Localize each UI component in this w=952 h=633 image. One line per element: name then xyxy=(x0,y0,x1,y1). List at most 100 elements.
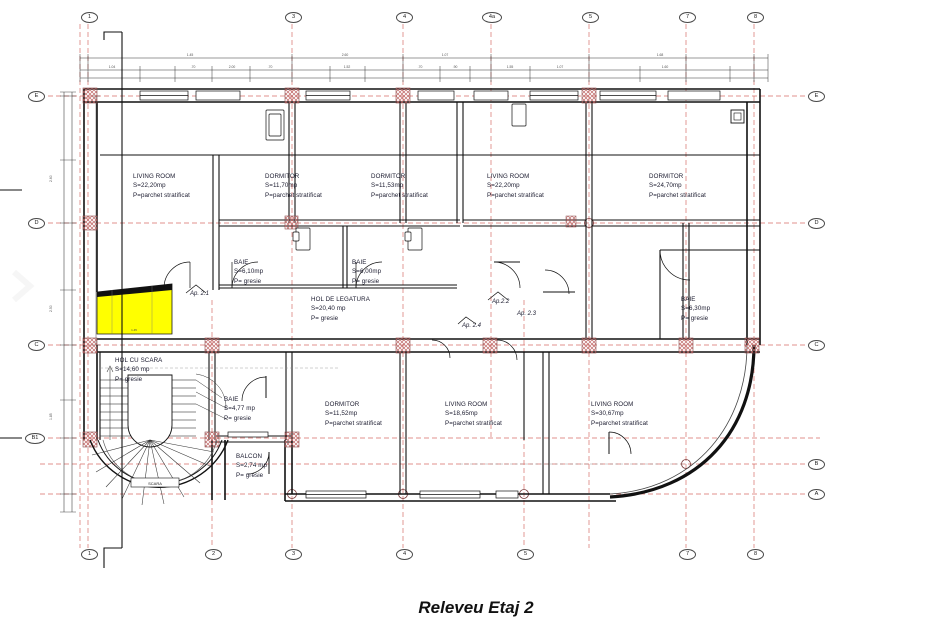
room-name: BAIE xyxy=(681,296,696,303)
room-finish: P= gresie xyxy=(681,314,709,322)
drawing-title: Releveu Etaj 2 xyxy=(418,598,534,617)
apartment-tag-2-4: Ap. 2.4 xyxy=(462,323,482,329)
room-name: BALCON xyxy=(236,453,263,460)
room-area: S=6,00mp xyxy=(352,268,382,276)
room-label: DORMITOR S=11,70mp P=parchet stratificat xyxy=(265,172,322,200)
grid-bubble-left-E: E xyxy=(28,91,45,102)
dimension-chain-top: 1.45 2.60 1.07 1.68 1.04 .70 2.00 .70 1.… xyxy=(79,53,769,82)
faint-watermark xyxy=(12,269,35,303)
grid-bubble-bottom-7: 7 xyxy=(679,549,696,560)
room-area: S=22,20mp xyxy=(133,182,166,190)
svg-text:1.68: 1.68 xyxy=(657,53,664,57)
room-label: LIVING ROOM S=30,67mp P=parchet stratifi… xyxy=(591,400,648,428)
room-name: DORMITOR xyxy=(371,173,406,180)
room-area: S=2,74 mp xyxy=(236,462,267,470)
grid-bubble-right-E: E xyxy=(808,91,825,102)
grid-bubble-left-C: C xyxy=(28,340,45,351)
room-label: BAIE S=4,77 mp P= gresie xyxy=(224,395,255,423)
room-area: S=11,53mp xyxy=(371,182,404,190)
grid-bubble-right-A: A xyxy=(808,489,825,500)
column-hatch-blocks xyxy=(82,87,760,448)
door-leaf-lines xyxy=(265,249,690,474)
grid-bubble-bottom-3: 3 xyxy=(285,549,302,560)
svg-text:2.50: 2.50 xyxy=(49,305,53,312)
room-label: LIVING ROOM S=22,20mp P=parchet stratifi… xyxy=(487,172,544,200)
svg-text:1.07: 1.07 xyxy=(442,53,449,57)
room-name: BAIE xyxy=(352,259,367,266)
svg-text:1.60: 1.60 xyxy=(662,65,669,69)
room-finish: P= gresie xyxy=(352,277,380,285)
room-label: LIVING ROOM S=22,20mp P=parchet stratifi… xyxy=(133,172,190,200)
room-area: S=22,20mp xyxy=(487,182,520,190)
room-name: LIVING ROOM xyxy=(591,401,634,408)
room-label: HOL DE LEGATURA S=20,40 mp P= gresie xyxy=(311,295,370,323)
sanitary-fixtures xyxy=(265,103,527,251)
svg-text:1.55: 1.55 xyxy=(507,65,514,69)
door-swing-arcs xyxy=(163,249,691,475)
room-area: S=6,10mp xyxy=(234,268,264,276)
room-finish: P=parchet stratificat xyxy=(325,419,382,427)
exterior-walls xyxy=(83,88,761,502)
room-name: BAIE xyxy=(224,396,239,403)
room-finish: P=parchet stratificat xyxy=(591,419,648,427)
grid-bubble-bottom-8: 8 xyxy=(747,549,764,560)
room-label: BAIE S=6,10mp P= gresie xyxy=(234,258,263,286)
room-label: DORMITOR S=11,52mp P=parchet stratificat xyxy=(325,400,382,428)
svg-text:2.00: 2.00 xyxy=(229,65,236,69)
room-area: S=6,30mp xyxy=(681,305,711,313)
grid-bubble-left-D: D xyxy=(28,218,45,229)
room-finish: P=parchet stratificat xyxy=(445,419,502,427)
room-area: S=20,40 mp xyxy=(311,305,346,313)
room-finish: P=parchet stratificat xyxy=(371,191,428,199)
svg-text:.70: .70 xyxy=(268,65,273,69)
svg-text:2.60: 2.60 xyxy=(342,53,349,57)
room-finish: P= gresie xyxy=(115,375,143,383)
svg-text:SCARA: SCARA xyxy=(148,481,162,486)
window-openings-bottom xyxy=(305,490,519,499)
section-cut-line xyxy=(103,31,123,568)
grid-bubble-left-B1: B1 xyxy=(25,433,45,444)
room-area: S=14,60 mp xyxy=(115,366,150,374)
room-name: HOL DE LEGATURA xyxy=(311,296,370,303)
room-finish: P= gresie xyxy=(311,314,339,322)
curved-exterior-wall xyxy=(609,344,756,499)
room-name: DORMITOR xyxy=(649,173,684,180)
svg-text:1.85: 1.85 xyxy=(49,413,53,420)
interior-walls-lower xyxy=(99,352,550,494)
apartment-tag-2-1: Ap. 2.1 xyxy=(190,291,210,297)
grid-bubble-right-C: C xyxy=(808,340,825,351)
svg-text:1.04: 1.04 xyxy=(109,65,116,69)
hall-guide-lines xyxy=(100,367,686,465)
room-area: S=24,70mp xyxy=(649,182,682,190)
room-name: DORMITOR xyxy=(325,401,360,408)
grid-bubble-top-4a: 4a xyxy=(482,12,502,23)
room-label: BALCON S=2,74 mp P= gresie xyxy=(236,452,267,480)
floor-plan-drawing: 1.45 2.60 1.07 1.68 1.04 .70 2.00 .70 1.… xyxy=(0,24,820,568)
left-stub-walls xyxy=(0,189,22,439)
svg-text:.70: .70 xyxy=(418,65,423,69)
room-name: HOL CU SCARA xyxy=(115,357,163,364)
room-label: HOL CU SCARA S=14,60 mp P= gresie xyxy=(115,356,162,384)
room-area: S=11,52mp xyxy=(325,410,358,418)
apartment-tag-2-3: Ap. 2.3 xyxy=(517,311,537,317)
room-area: S=18,65mp xyxy=(445,410,478,418)
room-finish: P=parchet stratificat xyxy=(265,191,322,199)
room-name: LIVING ROOM xyxy=(133,173,176,180)
grid-bubble-bottom-1: 1 xyxy=(81,549,98,560)
svg-text:.90: .90 xyxy=(453,65,458,69)
room-name: LIVING ROOM xyxy=(445,401,488,408)
room-finish: P=parchet stratificat xyxy=(133,191,190,199)
apartment-tag-2-2: Ap.2.2 xyxy=(492,299,510,305)
highlighted-terrace-area: 1.45 xyxy=(96,283,173,335)
svg-text:2.60: 2.60 xyxy=(49,175,53,182)
svg-text:1.07: 1.07 xyxy=(557,65,564,69)
room-name: DORMITOR xyxy=(265,173,300,180)
grid-bubble-top-1: 1 xyxy=(81,12,98,23)
room-area: S=30,67mp xyxy=(591,410,624,418)
axis-node-markers xyxy=(287,218,691,499)
svg-text:1.45: 1.45 xyxy=(131,328,137,332)
room-finish: P= gresie xyxy=(224,414,252,422)
room-label: LIVING ROOM S=18,65mp P=parchet stratifi… xyxy=(445,400,502,428)
grid-bubble-right-B: B xyxy=(808,459,825,470)
